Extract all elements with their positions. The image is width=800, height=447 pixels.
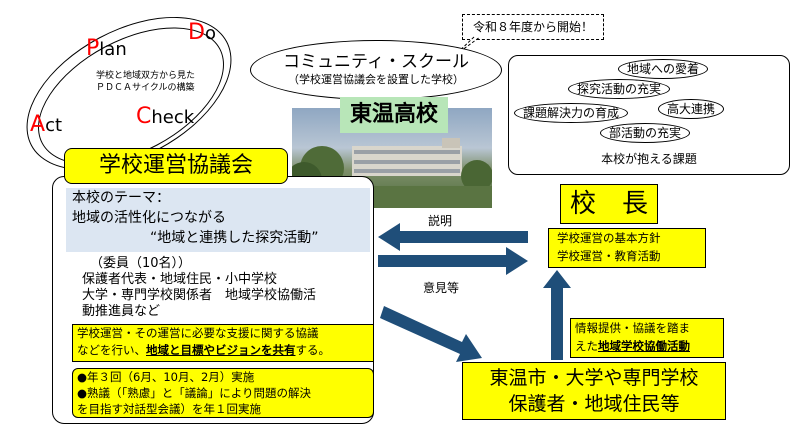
community-line2: 保護者・地域住民等 <box>508 393 680 415</box>
theme-label: 本校のテーマ： <box>72 190 170 206</box>
policy-line2: 学校運営・教育活動 <box>557 249 661 263</box>
meetings-line1: ●年３回（6月、10月、2月）実施 <box>77 370 255 384</box>
upward-arrow <box>543 270 571 360</box>
role-line2-b: 地域と目標やビジョンを共有 <box>146 343 296 357</box>
role-line2-a: などを行い、 <box>77 343 146 357</box>
pdca-subtitle: 学校と地域双方から見た ＰＤＣＡサイクルの構築 <box>96 70 195 94</box>
issue-item-3: 課題解決力の育成 <box>514 103 629 123</box>
opinion-label: 意見等 <box>423 279 459 296</box>
theme-line2: “地域と連携した探究活動” <box>150 230 319 246</box>
pdca-plan: Plan <box>86 36 127 61</box>
members-line2: 大学・専門学校関係者 地域学校協働活 <box>82 288 317 303</box>
issue-item-2: 探究活動の充実 <box>568 79 671 99</box>
check-rest: heck <box>151 107 195 128</box>
community-school-subtitle: （学校運営協議会を設置した学校） <box>250 71 502 87</box>
do-letter: D <box>188 20 205 45</box>
pdca-act: Act <box>30 112 62 137</box>
role-line2-c: する。 <box>295 343 331 357</box>
council-title-text: 学校運営協議会 <box>98 153 253 178</box>
issues-caption-text: 本校が抱える課題 <box>601 152 697 166</box>
check-letter: C <box>136 104 152 129</box>
community-school-title-text: コミュニティ・スクール <box>283 52 469 72</box>
community-line1: 東温市・大学や専門学校 <box>489 367 699 389</box>
explain-label-text: 説明 <box>428 214 453 228</box>
members-line1: 保護者代表・地域住民・小中学校 <box>82 272 278 287</box>
council-members: （委員（10名）） 保護者代表・地域住民・小中学校 大学・専門学校関係者 地域学… <box>82 256 316 320</box>
act-rest: ct <box>45 115 63 136</box>
pdca-do: Do <box>188 20 216 45</box>
opinion-arrow <box>378 247 528 275</box>
info-line2: えた地域学校協働活動 <box>575 337 723 355</box>
explain-arrow <box>378 223 528 251</box>
info-line2-a: えた <box>575 339 598 353</box>
do-rest: o <box>204 23 216 44</box>
school-name-banner: 東温高校 <box>340 97 448 133</box>
council-title-box: 学校運営協議会 <box>64 148 288 184</box>
role-line1: 学校運営・その運営に必要な支援に関する協議 <box>77 326 319 340</box>
pdca-check: Check <box>136 104 194 129</box>
principal-title: 校 長 <box>569 189 648 219</box>
pdca-subtitle-line1: 学校と地域双方から見た <box>96 71 196 81</box>
notice-text: 令和８年度から開始！ <box>472 20 593 34</box>
members-header: （委員（10名）） <box>90 256 192 271</box>
policy-box: 学校運営の基本方針 学校運営・教育活動 <box>548 228 706 268</box>
school-name-text: 東温高校 <box>349 102 438 127</box>
community-school-title: コミュニティ・スクール <box>250 47 502 72</box>
info-line1: 情報提供・協議を踏ま <box>575 321 690 335</box>
council-meetings-box: ●年３回（6月、10月、2月）実施 ●熟議（「熟慮」と「議論」により問題の解決 … <box>72 368 374 418</box>
issue-item-1: 地域への愛着 <box>618 59 709 79</box>
principal-box: 校 長 <box>560 184 658 224</box>
act-letter: A <box>30 112 46 137</box>
theme-line1: 地域の活性化につながる <box>72 210 226 226</box>
pdca-subtitle-line2: ＰＤＣＡサイクルの構築 <box>96 83 195 93</box>
meetings-line2: ●熟議（「熟慮」と「議論」により問題の解決 <box>77 386 312 400</box>
info-line2-b: 地域学校協働活動 <box>598 339 690 353</box>
council-role-box: 学校運営・その運営に必要な支援に関する協議 などを行い、地域と目標やビジョンを共… <box>72 324 374 362</box>
explain-label: 説明 <box>428 212 452 229</box>
council-theme-box: 本校のテーマ： 地域の活性化につながる “地域と連携した探究活動” <box>66 188 370 252</box>
role-line2: などを行い、地域と目標やビジョンを共有する。 <box>77 342 373 359</box>
community-school-ellipse <box>250 40 502 100</box>
community-box: 東温市・大学や専門学校 保護者・地域住民等 <box>462 362 726 420</box>
issue-item-4: 高大連携 <box>658 99 725 119</box>
plan-rest: lan <box>99 39 127 60</box>
opinion-label-text: 意見等 <box>423 281 460 295</box>
issues-caption: 本校が抱える課題 <box>508 150 790 167</box>
members-line3: 動推進員など <box>82 304 161 319</box>
community-school-subtitle-text: （学校運営協議会を設置した学校） <box>288 73 464 86</box>
meetings-line3: を目指す対話型会議）を年１回実施 <box>77 402 261 416</box>
notice-callout: 令和８年度から開始！ <box>462 14 604 40</box>
issue-item-5: 部活動の充実 <box>600 123 691 143</box>
plan-letter: P <box>86 36 100 61</box>
policy-line1: 学校運営の基本方針 <box>557 231 661 245</box>
info-box: 情報提供・協議を踏ま えた地域学校協働活動 <box>570 318 724 358</box>
diagonal-arrow <box>380 306 482 362</box>
